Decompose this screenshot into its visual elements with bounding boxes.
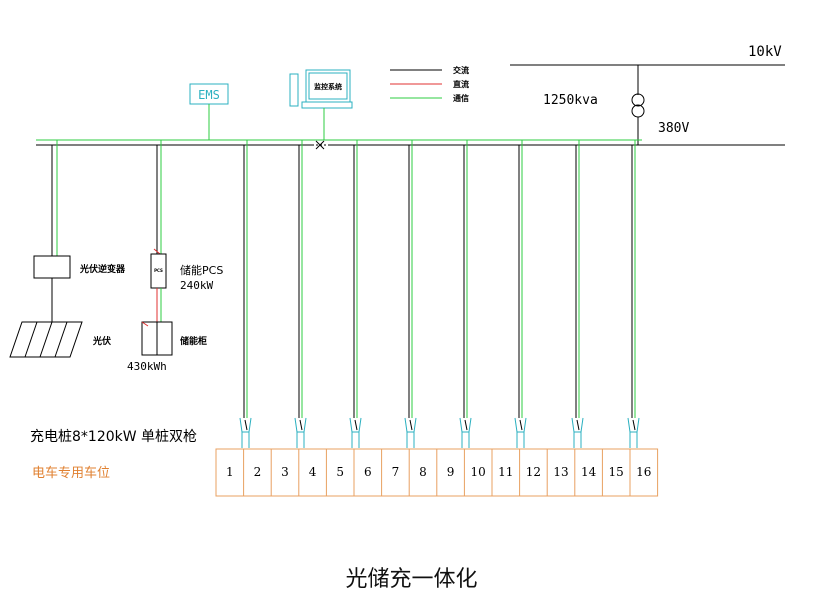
parking-slot-number: 1 <box>226 465 234 479</box>
parking-slot-number: 3 <box>281 465 289 479</box>
parking-slot-number: 9 <box>447 465 455 479</box>
parking-slot: 11 <box>491 449 513 496</box>
transformer-label: 1250kva <box>543 93 598 108</box>
parking-slot-number: 12 <box>526 465 541 479</box>
parking-slot: 13 <box>546 449 569 496</box>
charger-plug-icon <box>294 417 307 448</box>
charger-plug-icon <box>571 417 584 448</box>
bus-breaker-icon <box>312 140 328 150</box>
charger-feeders <box>239 140 640 448</box>
charger-feeder <box>571 140 584 448</box>
legend-ac-label: 交流 <box>453 65 469 75</box>
computer-icon <box>289 69 353 109</box>
charger-feeder <box>294 140 307 448</box>
charger-feeder <box>627 140 640 448</box>
diagram-caption: 光储充一体化 <box>345 567 478 592</box>
pv-inverter-label: 光伏逆变器 <box>79 263 126 275</box>
pcs-label: 储能PCS <box>180 263 223 277</box>
parking-slot-number: 6 <box>364 465 372 479</box>
parking-slot: 5 <box>325 449 344 496</box>
storage-branch <box>141 140 173 356</box>
charger-plug-icon <box>404 417 417 448</box>
parking-slot-number: 14 <box>581 465 597 479</box>
parking-slot: 15 <box>601 449 624 496</box>
solar-panel-icon <box>9 321 83 358</box>
charger-title: 充电桩8*120kW 单桩双枪 <box>30 428 197 445</box>
charger-feeder <box>459 140 472 448</box>
parking-slot: 4 <box>298 449 317 496</box>
parking-slot: 14 <box>574 449 597 496</box>
pv-branch <box>9 140 83 358</box>
pcs-power: 240kW <box>180 279 213 292</box>
pv-inverter-box <box>33 255 71 279</box>
parking-slot: 3 <box>270 449 289 496</box>
parking-slot-number: 13 <box>553 465 568 479</box>
parking-slot-number: 2 <box>254 465 262 479</box>
charger-feeder <box>349 140 362 448</box>
storage-cabinet-label: 储能柜 <box>180 335 207 347</box>
transformer-icon <box>631 93 645 118</box>
parking-slot-number: 5 <box>336 465 344 479</box>
legend-comm-label: 通信 <box>453 93 469 103</box>
hv-label: 10kV <box>748 44 782 60</box>
parking-slot-number: 10 <box>471 465 486 479</box>
parking-slot: 16 <box>629 449 651 496</box>
charger-plug-icon <box>514 417 527 448</box>
parking-slot: 6 <box>353 449 372 496</box>
legend-dc-label: 直流 <box>453 79 469 89</box>
parking-slot: 7 <box>381 449 400 496</box>
pv-panel-label: 光伏 <box>92 335 111 347</box>
legend: 交流 直流 通信 <box>390 65 469 103</box>
parking-title: 电车专用车位 <box>32 465 110 481</box>
pcs-box-text: PCS <box>154 268 163 273</box>
charger-feeder <box>239 140 252 448</box>
parking-slot-number: 15 <box>609 465 624 479</box>
charger-feeder <box>404 140 417 448</box>
charger-feeder <box>514 140 527 448</box>
charger-plug-icon <box>349 417 362 448</box>
charger-plug-icon <box>239 417 252 448</box>
lv-label: 380V <box>658 121 689 136</box>
parking-slot: 12 <box>519 449 541 496</box>
pcs-box <box>150 253 167 289</box>
parking-slot: 2 <box>243 449 262 496</box>
battery-cabinet-icon <box>141 321 173 356</box>
ems-label: EMS <box>198 88 220 102</box>
parking-slot-number: 16 <box>636 465 651 479</box>
parking-slot: 1 <box>226 465 234 479</box>
parking-slot-number: 8 <box>419 465 427 479</box>
parking-slot: 10 <box>463 449 486 496</box>
parking-slot: 9 <box>436 449 455 496</box>
storage-capacity: 430kWh <box>127 360 167 373</box>
parking-slot: 8 <box>408 449 427 496</box>
charger-plug-icon <box>627 417 640 448</box>
parking-slot-number: 11 <box>498 465 513 479</box>
parking-slot-number: 7 <box>392 465 400 479</box>
monitor-label: 监控系统 <box>314 82 342 91</box>
parking-slot-number: 4 <box>309 465 317 479</box>
charger-plug-icon <box>459 417 472 448</box>
